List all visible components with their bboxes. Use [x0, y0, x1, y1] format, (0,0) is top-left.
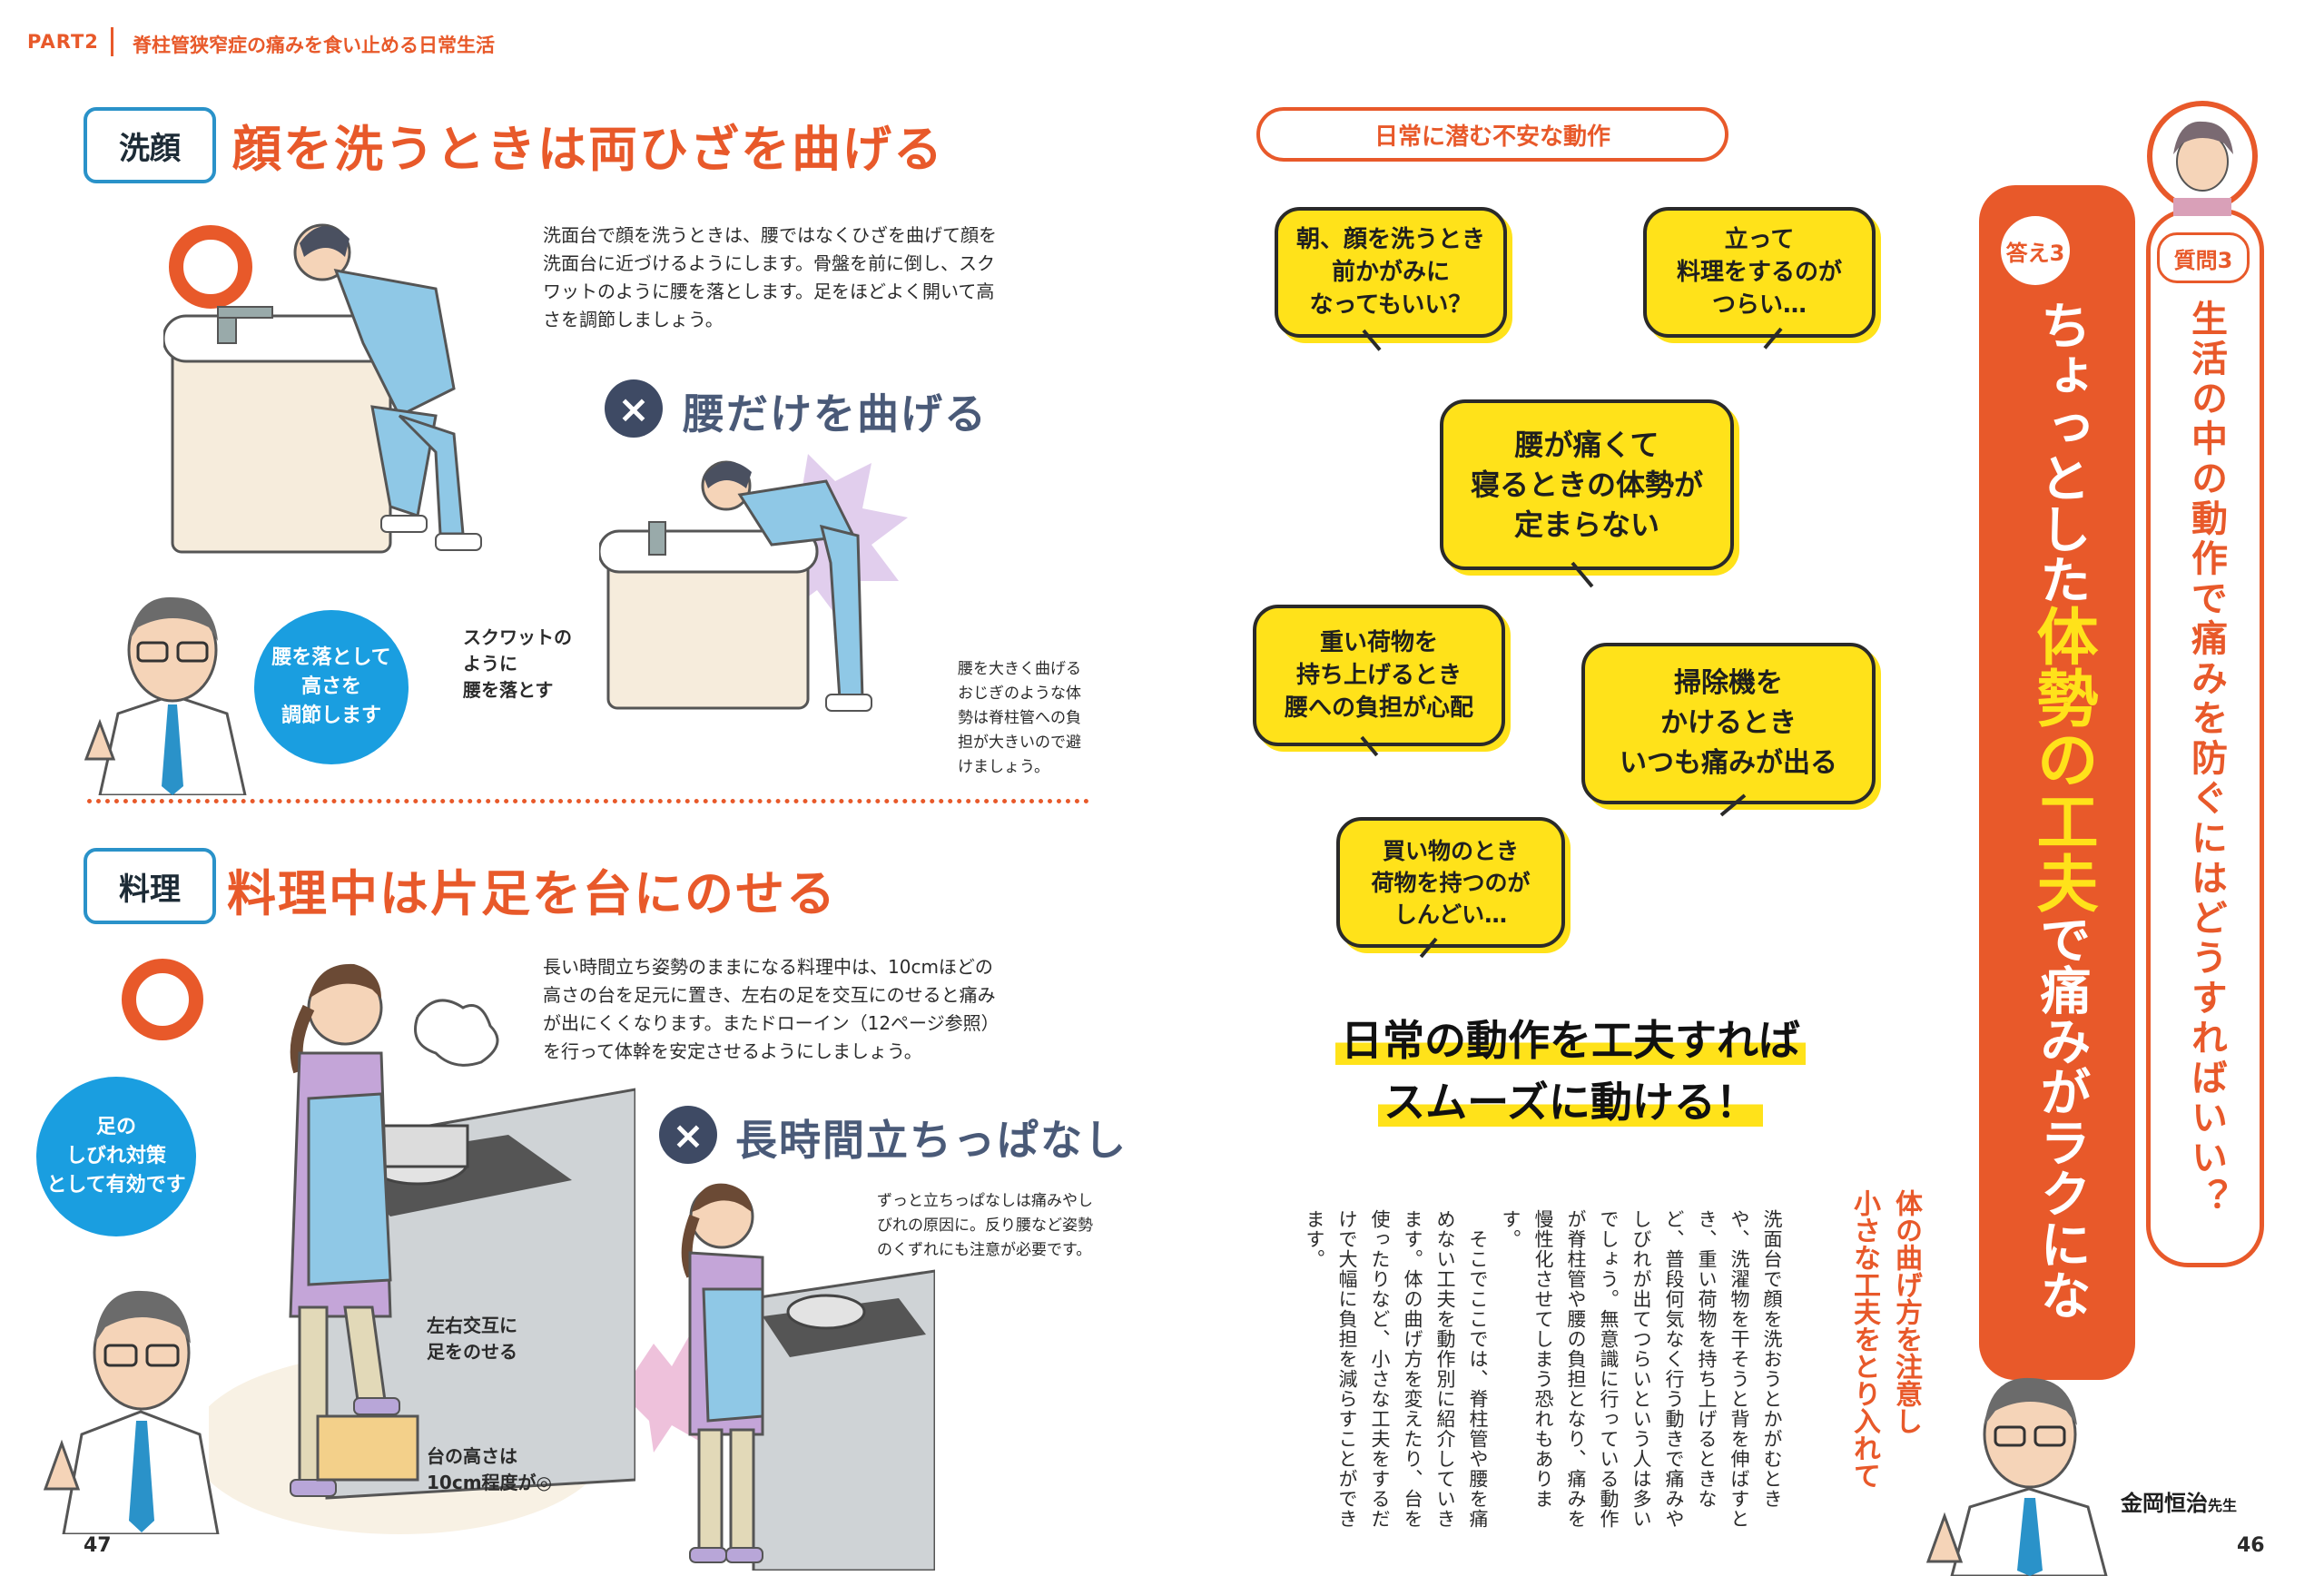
page-number-right: 46: [2237, 1534, 2265, 1557]
conclusion-line-1: 日常の動作を工夫すれば: [1253, 1008, 1888, 1068]
part-label: PART2: [27, 31, 99, 53]
body-text: 洗面台で顔を洗おうとかがむときや、洗濯物を干そうと背を伸ばすとき、重い荷物を持ち…: [1304, 1209, 1783, 1529]
header-divider: [111, 27, 113, 56]
face-description: 洗面台で顔を洗うときは、腰ではなくひざを曲げて顔を洗面台に近づけるようにします。…: [543, 224, 997, 330]
doctor-tip-cook: 足の しびれ対策 として有効です: [36, 1077, 196, 1236]
section-tag-face: 洗顔: [84, 107, 216, 183]
bend-waist-illustration: [599, 454, 908, 712]
kitchen-step-illustration: [209, 963, 635, 1534]
anxiety-bubble-vacuum: 掃除機を かけるとき いつも痛みが出る: [1581, 643, 1876, 804]
anxiety-title: 日常に潜む不安な動作: [1256, 107, 1728, 162]
doctor-name: 金岡恒治先生: [2121, 1491, 2238, 1516]
patient-avatar-icon: [2147, 101, 2258, 216]
cook-bad-heading: 長時間立ちっぱなし: [735, 1116, 1128, 1165]
answer-column: [1979, 185, 2135, 1380]
cook-heading: 料理中は片足を台にのせる: [227, 865, 837, 922]
answer-text: ちょっとした体勢の工夫で痛みがラクになります: [1923, 300, 2097, 1320]
foot-note: 左右交互に 足をのせる: [427, 1315, 517, 1363]
doctor-illustration: [1925, 1377, 2108, 1576]
section-divider: [87, 799, 1089, 803]
chapter-title: 脊柱管狭窄症の痛みを食い止める日常生活: [133, 34, 495, 56]
page-number-left: 47: [84, 1534, 112, 1557]
good-circle-icon: [122, 959, 203, 1040]
doctor-illustration: [84, 596, 247, 795]
question-text: 生活の中の動作で痛みを防ぐにはどうすればいい？: [2185, 300, 2227, 1218]
doctor-tip-face: 腰を落として 高さを 調節します: [254, 610, 409, 764]
squat-note: スクワットの ように 腰を落とす: [463, 626, 572, 701]
section-tag-cook: 料理: [84, 848, 216, 924]
standing-note: ずっと立ちっぱなしは痛みやし びれの原因に。反り腰など姿勢 のくずれにも注意が必…: [877, 1192, 1093, 1259]
anxiety-bubble-shopping: 買い物のとき 荷物を持つのが しんどい…: [1336, 817, 1565, 948]
face-heading: 顔を洗うときは両ひざを曲げる: [232, 121, 944, 178]
bend-note: 腰を大きく曲げる おじぎのような体 勢は脊柱管への負 担が大きいので避 けましょ…: [958, 660, 1081, 776]
question-column: [2146, 209, 2264, 1267]
bad-x-icon: ×: [605, 379, 663, 438]
standing-long-illustration: [635, 1183, 935, 1571]
anxiety-bubble-face: 朝、顔を洗うとき 前かがみに なってもいい？: [1275, 207, 1507, 338]
doctor-illustration: [43, 1290, 220, 1534]
anxiety-bubble-lifting: 重い荷物を 持ち上げるとき 腰への負担が心配: [1253, 605, 1505, 746]
conclusion-line-2: スムーズに動ける！: [1253, 1069, 1888, 1129]
answer-label: 答え3: [2001, 216, 2070, 285]
height-note: 台の高さは 10cm程度が◎: [427, 1445, 552, 1493]
bad-x-icon: ×: [659, 1106, 717, 1164]
question-label: 質問3: [2157, 232, 2250, 283]
anxiety-bubble-cooking: 立って 料理をするのが つらい…: [1643, 207, 1876, 338]
squat-face-wash-illustration: [163, 223, 482, 554]
cook-description: 長い時間立ち姿勢のままになる料理中は、10cmほどの高さの台を足元に置き、左右の…: [543, 956, 996, 1062]
anxiety-bubble-sleep: 腰が痛くて 寝るときの体勢が 定まらない: [1440, 399, 1734, 570]
face-bad-heading: 腰だけを曲げる: [683, 389, 988, 438]
body-subhead: 体の曲げ方を注意し 小さな工夫をとり入れて: [1848, 1189, 1922, 1489]
